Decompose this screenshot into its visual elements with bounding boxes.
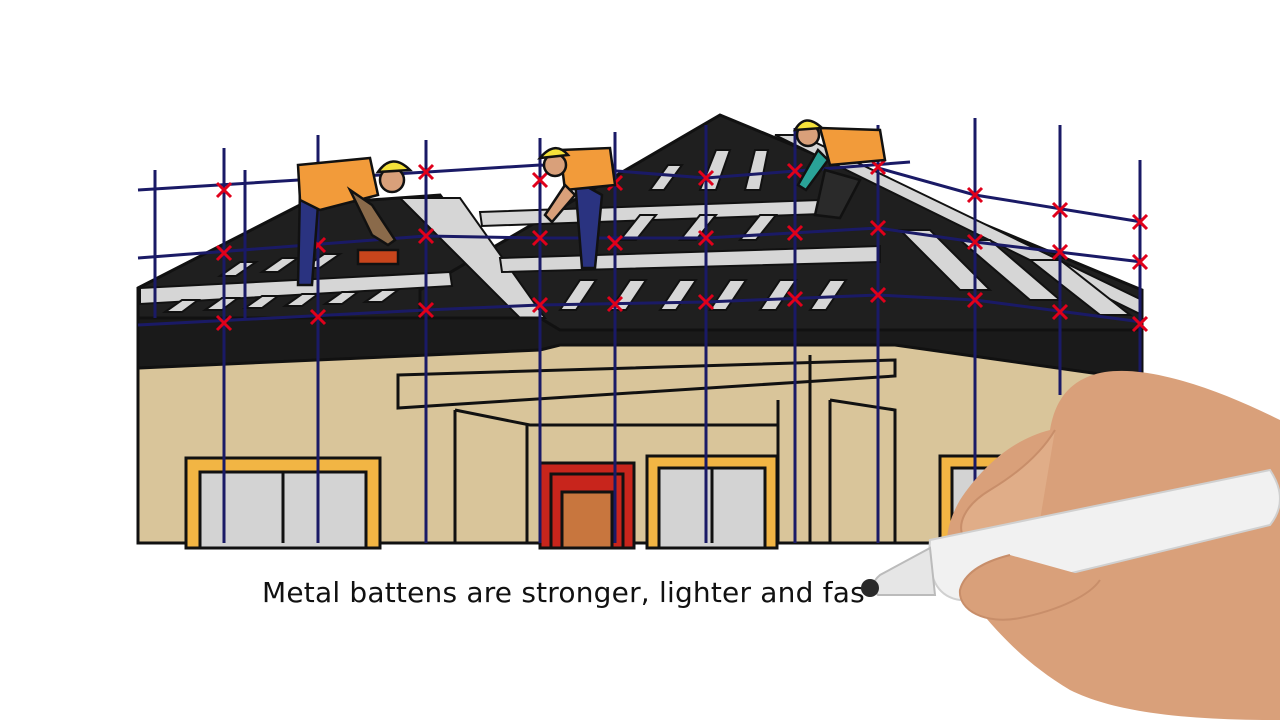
batten-short [201, 297, 241, 311]
scaffold-clamp [697, 169, 715, 187]
scaffold-clamp [786, 290, 804, 308]
roof-center-valley [397, 197, 547, 319]
marker-tip [872, 546, 937, 596]
roofer-middle-legs [573, 177, 604, 270]
roofer-right [792, 119, 887, 220]
batten-short [241, 295, 281, 309]
roofer-left-helmet [375, 160, 413, 174]
batten-short [558, 279, 598, 311]
batten-short [808, 279, 848, 311]
roofer-right-legs [813, 168, 862, 220]
scaffold-clamp [1131, 213, 1149, 231]
scaffold-clamp [417, 163, 435, 181]
scaffold-clamp [531, 296, 549, 314]
roofer-middle-helmet [537, 147, 571, 160]
roofer-left-drill [356, 248, 400, 266]
batten-long [139, 270, 454, 306]
scaffold-clamp [697, 293, 715, 311]
scaffold-clamp [869, 286, 887, 304]
scaffold-clamp [966, 291, 984, 309]
roof-battens [139, 149, 1133, 316]
scaffold-clamp [1131, 253, 1149, 271]
porch-inner-edge [454, 400, 780, 427]
side-wing-window-frame [829, 398, 897, 543]
roofer-middle-arm [543, 183, 577, 224]
scaffold-clamp [309, 308, 327, 326]
porch-beam [396, 358, 897, 410]
scaffold-clamp [215, 181, 233, 199]
gutter-fascia [136, 316, 1144, 382]
scaffold-clamp [966, 186, 984, 204]
scaffold-clamp [786, 162, 804, 180]
scaffold-clamp [1131, 315, 1149, 333]
scaffold-clamp [1051, 201, 1069, 219]
batten-short [361, 289, 401, 303]
scaffold-clamp [417, 301, 435, 319]
marker-nib [861, 579, 879, 597]
roofer-right-arm [796, 147, 830, 192]
batten-short [897, 229, 993, 291]
door-panel [560, 490, 614, 550]
batten-short [321, 291, 361, 305]
batten-short [743, 149, 770, 191]
scaffold-clamp [531, 171, 549, 189]
roofer-middle-vest [558, 146, 617, 192]
roofer-left [296, 156, 413, 287]
scaffold-clamp [869, 219, 887, 237]
scaffold-clamp [697, 229, 715, 247]
scaffold-clamp [215, 244, 233, 262]
roofer-left-arm [346, 186, 397, 247]
batten-short [737, 214, 779, 241]
scaffold-poles [153, 118, 1142, 543]
scaffold-clamp [966, 233, 984, 251]
roofer-right-vest [818, 126, 887, 167]
scaffold-clamp [417, 227, 435, 245]
scaffold-clamp [869, 158, 887, 176]
scaffold-clamp [215, 314, 233, 332]
batten-short [1027, 259, 1133, 316]
hand-thumb [958, 554, 1101, 621]
scaffold-clamp [531, 229, 549, 247]
scaffold-clamp [606, 295, 624, 313]
narration-caption: Metal battens are stronger, lighter and … [262, 576, 865, 609]
scaffold-clamp [786, 224, 804, 242]
scaffold-clamp [1051, 243, 1069, 261]
batten-short [617, 214, 659, 241]
roofer-middle [537, 146, 617, 270]
batten-short [161, 299, 201, 313]
scaffold-clamp [606, 234, 624, 252]
roofer-right-helmet [792, 119, 825, 132]
batten-short [216, 261, 260, 277]
scaffold-clamp [1051, 303, 1069, 321]
